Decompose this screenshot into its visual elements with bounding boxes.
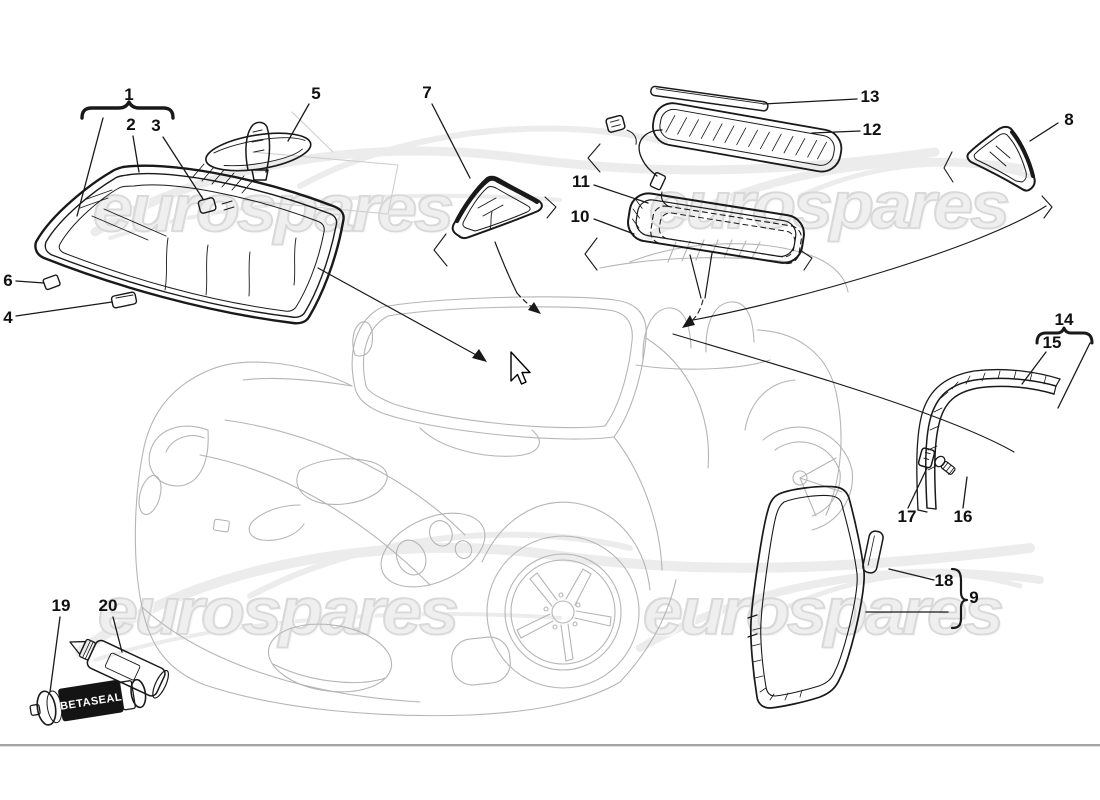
swoosh-bottom-right (636, 568, 1044, 652)
part-label-1[interactable]: 1 (124, 85, 134, 104)
part-label-19[interactable]: 19 (51, 596, 71, 615)
group-brackets (80, 100, 1094, 630)
rear-window-glass-drawing (638, 102, 843, 207)
pillar-strip-drawing (862, 530, 884, 574)
part-label-17[interactable]: 17 (897, 507, 917, 526)
cable-clip-drawing (605, 114, 637, 145)
part-label-12[interactable]: 12 (862, 120, 882, 139)
bottom-divider-line (0, 744, 1100, 747)
part-label-14[interactable]: 14 (1054, 310, 1074, 329)
pointer-arrows (317, 241, 713, 362)
right-quarter-glass-drawing (966, 125, 1036, 192)
clip-6-drawing (42, 274, 61, 291)
windshield-glass-and-seal-drawing (34, 163, 345, 325)
part-label-10[interactable]: 10 (570, 207, 590, 226)
bracket-1 (80, 100, 175, 120)
eurospares-watermark: eurospares (97, 574, 460, 649)
leader-lines (15, 98, 1091, 693)
door-opening-seal-drawing (747, 485, 865, 709)
rear-view-mirror-drawing (205, 121, 312, 181)
mouse-cursor (510, 351, 531, 385)
screw-drawing (934, 455, 956, 476)
part-label-7[interactable]: 7 (422, 83, 432, 102)
sealant-cartridge-drawing (69, 638, 170, 699)
part-label-3[interactable]: 3 (151, 116, 161, 135)
car-sketch (134, 111, 853, 717)
mirror-mount-button-drawing (197, 197, 235, 214)
part-label-8[interactable]: 8 (1064, 110, 1074, 129)
part-label-18[interactable]: 18 (934, 571, 954, 590)
bracket-14 (1035, 326, 1094, 345)
part-label-2[interactable]: 2 (126, 115, 136, 134)
left-quarter-glass-drawing (451, 175, 543, 240)
part-label-4[interactable]: 4 (3, 308, 13, 327)
part-label-5[interactable]: 5 (311, 84, 321, 103)
part-label-6[interactable]: 6 (3, 271, 13, 290)
group-corner-marks (433, 143, 1053, 271)
part-label-9[interactable]: 9 (969, 588, 979, 607)
rear-window-trim-drawing (650, 85, 769, 112)
part-label-11[interactable]: 11 (572, 172, 590, 191)
part-label-13[interactable]: 13 (860, 87, 880, 106)
part-label-16[interactable]: 16 (953, 507, 973, 526)
lens-and-gasket-drawing (627, 192, 805, 265)
swoosh-bottom-left (75, 531, 1035, 662)
brace-9 (950, 567, 969, 630)
channel-clip-drawing (917, 447, 936, 469)
part-label-15[interactable]: 15 (1042, 333, 1062, 352)
betaseal-tube-drawing: BETASEAL (29, 678, 147, 726)
eurospares-watermark: eurospares (648, 168, 1011, 243)
part-label-20[interactable]: 20 (98, 596, 118, 615)
